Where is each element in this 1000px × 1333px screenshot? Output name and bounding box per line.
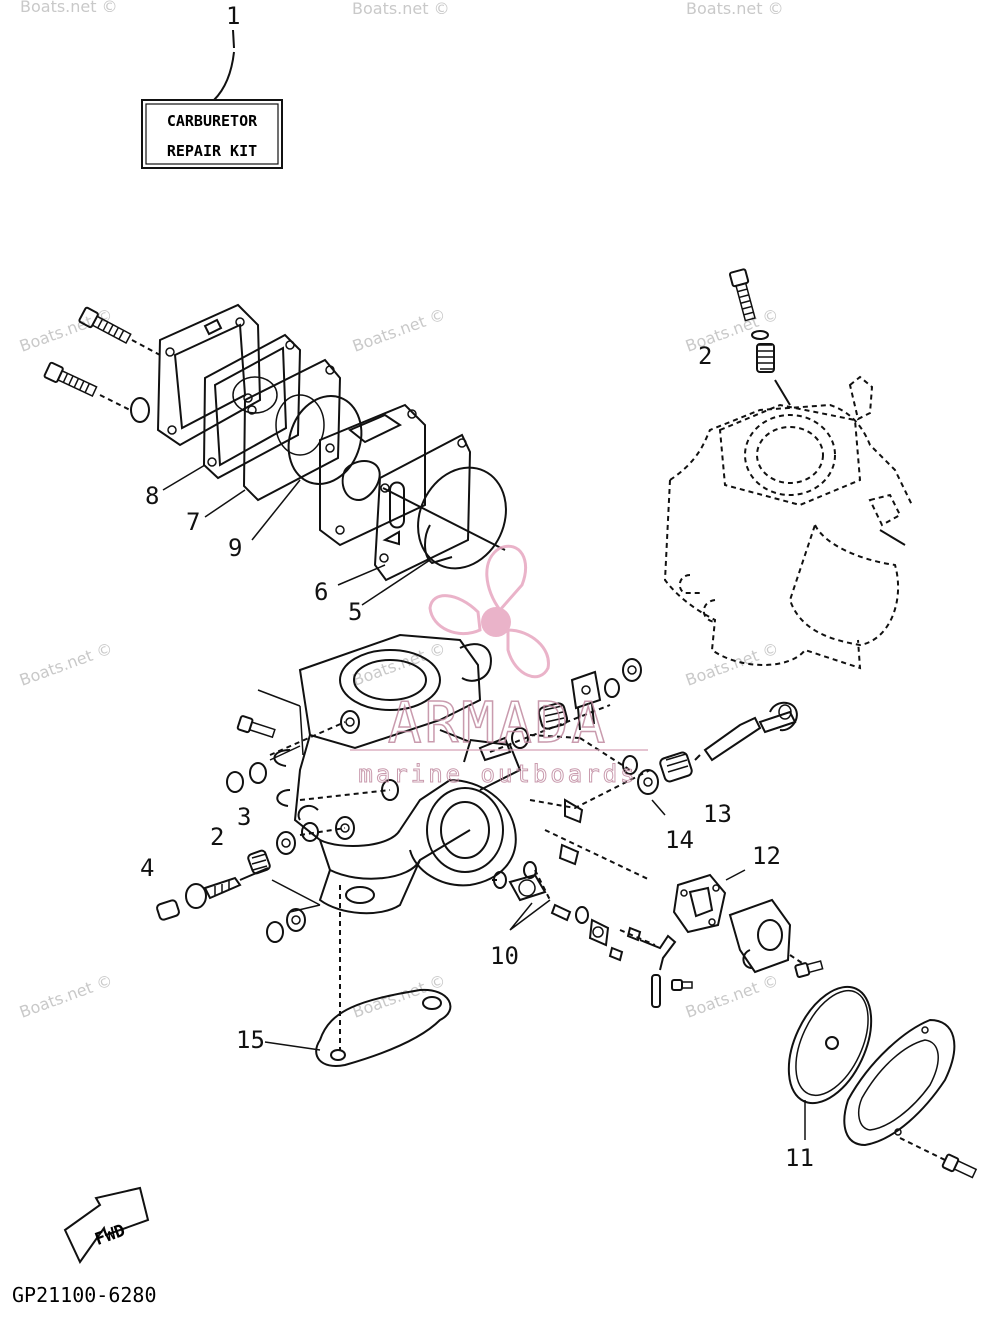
propeller-hub [481, 607, 511, 637]
cover-screws [43, 306, 161, 423]
fwd-arrow-icon: FWD [63, 1186, 150, 1264]
callout-numbers: 1 2 2 3 4 5 6 7 8 9 10 11 12 13 14 15 [140, 2, 814, 1172]
diaphragm-9 [242, 358, 342, 502]
check-valve-diaphragm [417, 466, 507, 570]
round-membrane [287, 395, 363, 485]
main-carburetor-body [273, 633, 522, 915]
watermark-brand: ARMADA [388, 691, 608, 756]
callout-2: 2 [210, 823, 224, 851]
callout-7: 7 [186, 508, 200, 536]
screw-icon [43, 361, 98, 397]
pump-body-6 [319, 403, 426, 547]
leader-line [529, 769, 651, 810]
pump-cover-8 [156, 303, 262, 447]
leader-line [382, 487, 506, 551]
callout-9: 9 [228, 534, 242, 562]
washer-icon [130, 397, 150, 423]
washer-icon [276, 831, 296, 855]
watermark-tagline: marine outboards [358, 760, 637, 788]
diaphragm-11 [787, 985, 978, 1179]
gasket-12 [672, 869, 746, 934]
watermark-site: Boats.net © [17, 971, 115, 1022]
leader-line [651, 799, 666, 816]
needle-jet-4 [156, 849, 271, 921]
callout-1: 1 [226, 2, 240, 30]
callout-11: 11 [785, 1144, 814, 1172]
watermark-site: Boats.net © [352, 0, 450, 18]
repair-kit-label: CARBURETOR REPAIR KIT [141, 29, 283, 169]
plug-icon [558, 843, 580, 866]
watermark-site: Boats.net © [350, 305, 448, 356]
kit-label-line1: CARBURETOR [167, 112, 258, 130]
callout-13: 13 [703, 800, 732, 828]
watermark-site: Boats.net © [20, 0, 118, 16]
callout-6: 6 [314, 578, 328, 606]
armada-logo-watermark: ARMADA marine outboards [350, 544, 648, 789]
kit-label-line2: REPAIR KIT [167, 142, 257, 160]
screw-icon [671, 979, 693, 991]
callout-4: 4 [140, 854, 154, 882]
callout-8: 8 [145, 482, 159, 510]
lower-washers [266, 908, 306, 943]
gasket-15 [264, 885, 452, 1067]
small-parts [492, 861, 693, 1008]
screw-icon [236, 715, 276, 739]
group-bracket [271, 879, 321, 913]
center-hardware [478, 658, 642, 775]
clip-icon [226, 771, 244, 793]
leader-line [204, 489, 246, 518]
callout-12: 12 [752, 842, 781, 870]
callout-14: 14 [665, 826, 694, 854]
fwd-label: FWD [92, 1221, 128, 1250]
callout-5: 5 [348, 598, 362, 626]
callout-10: 10 [490, 942, 519, 970]
screw-icon [941, 1153, 978, 1179]
gasket-5 [373, 433, 472, 582]
callout-15: 15 [236, 1026, 265, 1054]
leader-line [544, 829, 651, 881]
leader-line [251, 479, 301, 541]
float-needle-13 [637, 701, 798, 795]
left-hardware [226, 710, 399, 855]
leader-line [337, 564, 386, 586]
diagram-code: GP21100-6280 [12, 1283, 157, 1307]
propeller-icon [428, 544, 550, 679]
watermark-site: Boats.net © [686, 0, 784, 18]
pilot-screw-2 [728, 268, 791, 406]
group-bracket [257, 689, 304, 761]
callout-2-top: 2 [698, 342, 712, 370]
carburetor-body [663, 375, 913, 670]
watermark-site: Boats.net © [683, 971, 781, 1022]
screw-icon [78, 306, 132, 344]
leader-line [361, 559, 431, 606]
leader-line [509, 899, 551, 931]
callout-3: 3 [237, 803, 251, 831]
screw-icon [794, 960, 824, 978]
accelerator-pump-housing [728, 898, 824, 978]
watermark-site: Boats.net © [17, 639, 115, 690]
leader-line [162, 464, 206, 491]
plug-icon [564, 798, 584, 824]
